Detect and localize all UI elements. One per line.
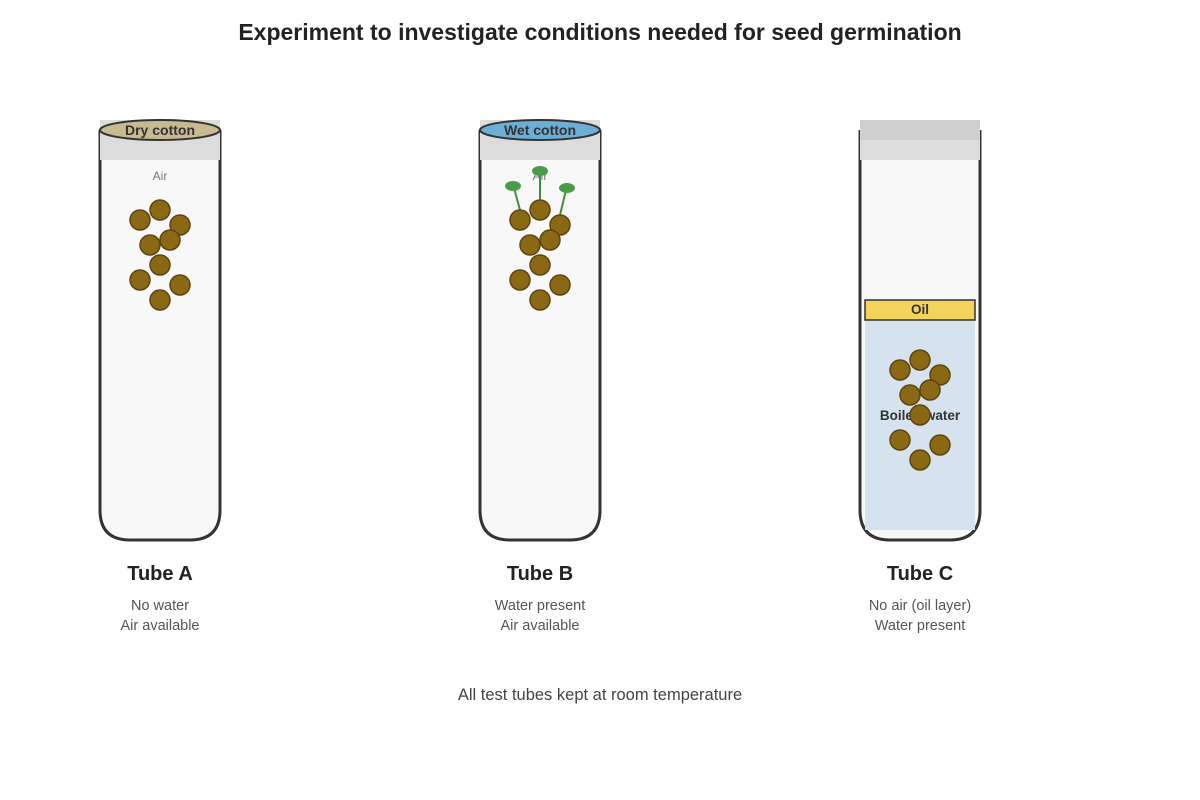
seed bbox=[549, 274, 571, 296]
tube-b-shoots bbox=[505, 166, 575, 216]
seed bbox=[509, 269, 531, 291]
tube-c-condition-1: No air (oil layer) bbox=[869, 598, 971, 614]
tube-a-body bbox=[98, 130, 222, 542]
seed bbox=[929, 434, 951, 456]
tube-b-label: Tube B bbox=[507, 563, 573, 585]
leaf bbox=[532, 166, 548, 176]
oil-layer bbox=[864, 299, 976, 321]
seed bbox=[529, 254, 551, 276]
seed bbox=[509, 209, 531, 231]
seed bbox=[129, 269, 151, 291]
seed bbox=[149, 254, 171, 276]
dry-cotton-plug bbox=[99, 119, 221, 141]
seed bbox=[149, 289, 171, 311]
seed bbox=[539, 229, 561, 251]
tube-a-seeds bbox=[129, 199, 191, 311]
tube-a: Dry cotton Air Tube A No water Air avail… bbox=[98, 119, 222, 634]
leaf bbox=[505, 181, 521, 191]
wet-cotton-label: Wet cotton bbox=[504, 122, 576, 138]
seed bbox=[889, 359, 911, 381]
tube-a-condition-2: Air available bbox=[121, 618, 200, 634]
seed bbox=[899, 384, 921, 406]
oil-label: Oil bbox=[911, 302, 929, 317]
tube-b-seeds bbox=[509, 199, 571, 311]
tube-a-label: Tube A bbox=[127, 563, 193, 585]
tube-c-condition-2: Water present bbox=[875, 618, 966, 634]
tube-c-cap-top bbox=[860, 120, 980, 140]
seed bbox=[129, 209, 151, 231]
seed bbox=[169, 214, 191, 236]
tube-c-label: Tube C bbox=[887, 563, 953, 585]
tube-c-seeds bbox=[889, 349, 951, 471]
seed bbox=[919, 379, 941, 401]
footer-note: All test tubes kept at room temperature bbox=[458, 686, 742, 704]
seed bbox=[169, 274, 191, 296]
wet-cotton-plug bbox=[479, 119, 601, 141]
seed bbox=[529, 199, 551, 221]
seed bbox=[529, 289, 551, 311]
diagram-title: Experiment to investigate conditions nee… bbox=[238, 19, 961, 45]
seed bbox=[519, 234, 541, 256]
dry-cotton-label: Dry cotton bbox=[125, 122, 195, 138]
seed bbox=[159, 229, 181, 251]
leaf bbox=[559, 183, 575, 193]
tube-b-condition-1: Water present bbox=[495, 598, 586, 614]
seed bbox=[139, 234, 161, 256]
shoot bbox=[559, 189, 567, 216]
tube-b: Wet cotton Air Tube B Water present Air … bbox=[478, 119, 602, 634]
seed bbox=[909, 449, 931, 471]
seed bbox=[909, 349, 931, 371]
seed bbox=[929, 364, 951, 386]
shoot bbox=[513, 187, 521, 211]
tube-a-condition-1: No water bbox=[131, 598, 189, 614]
seed bbox=[549, 214, 571, 236]
tube-b-condition-2: Air available bbox=[501, 618, 580, 634]
seed bbox=[889, 429, 911, 451]
tube-a-air-label: Air bbox=[153, 169, 168, 183]
seed bbox=[909, 404, 931, 426]
tube-b-body bbox=[478, 130, 602, 542]
seed bbox=[149, 199, 171, 221]
tube-c: Oil Boiled water Tube C No air (oil laye… bbox=[858, 120, 982, 634]
